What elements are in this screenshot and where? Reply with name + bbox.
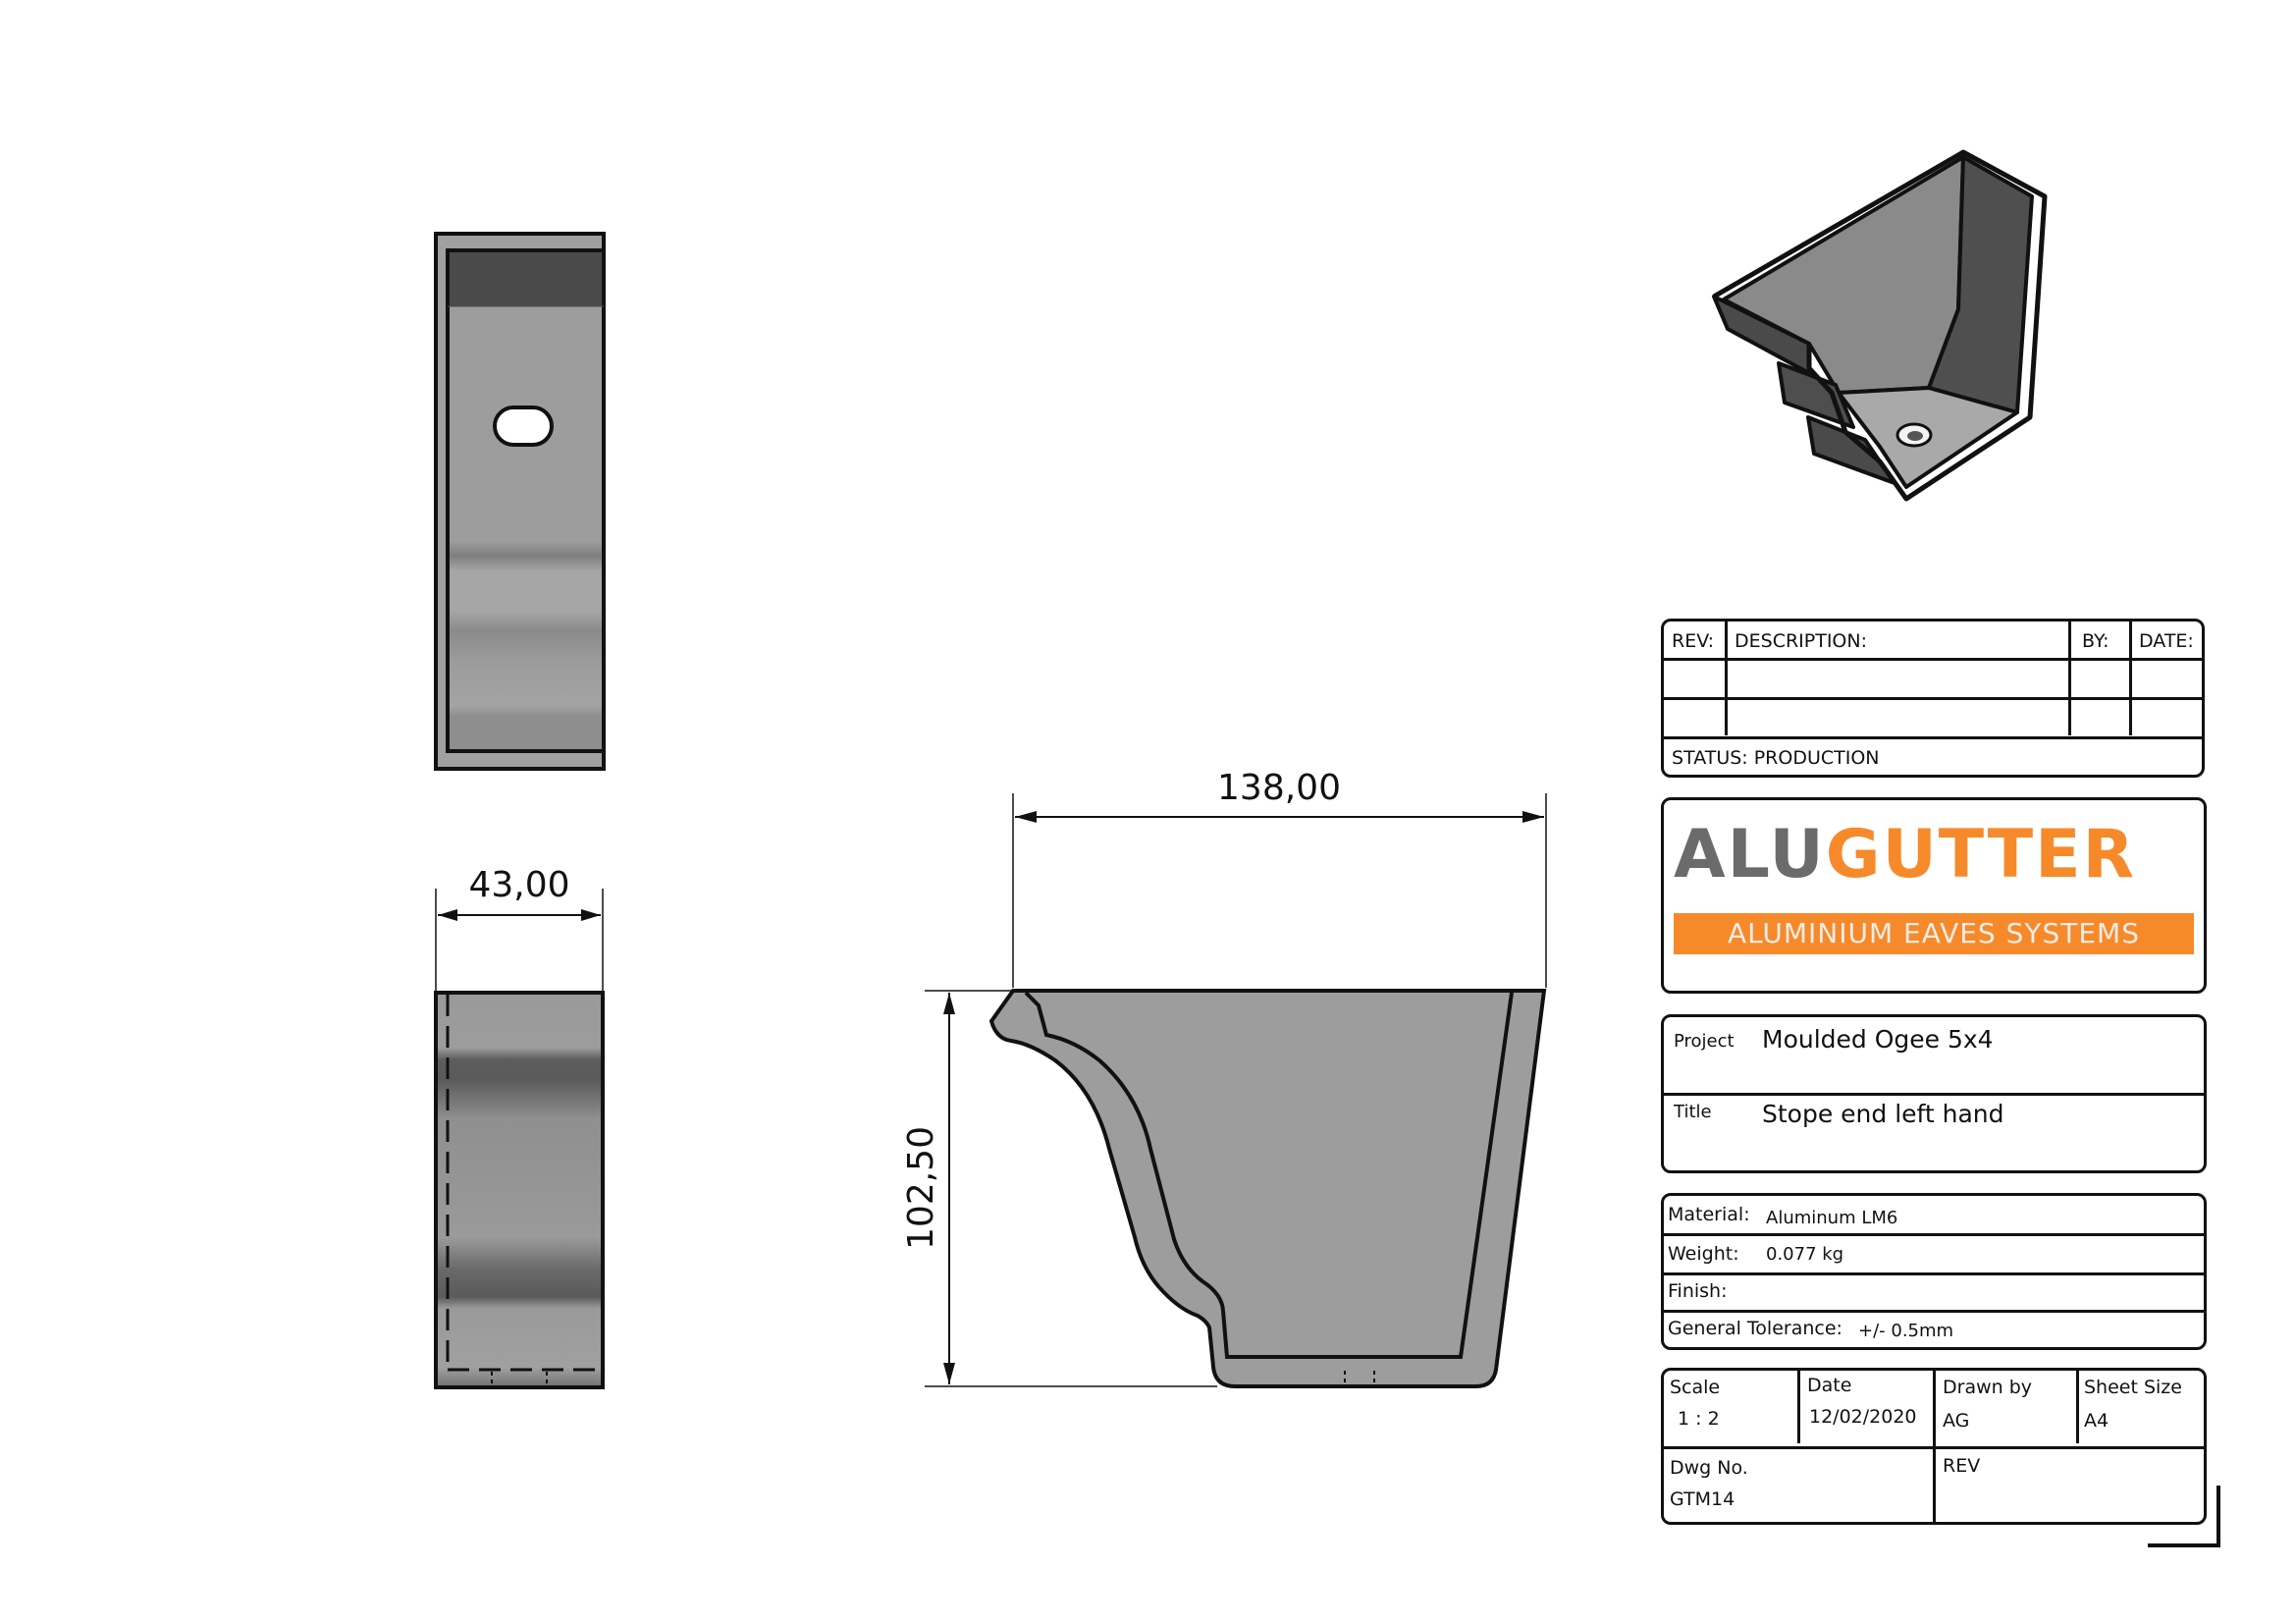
side-view: 43,00 [434,865,605,1389]
project-label: Project [1674,1031,1735,1052]
title-label: Title [1674,1102,1712,1122]
material-value: Aluminum LM6 [1766,1208,1898,1228]
logo-block: ALUGUTTER ALUMINIUM EAVES SYSTEMS [1661,797,2207,994]
by-header: BY: [2082,630,2109,652]
logo-tagline: ALUMINIUM EAVES SYSTEMS [1674,913,2194,954]
sheet-size-label: Sheet Size [2084,1377,2182,1398]
material-label: Material: [1668,1204,1750,1225]
front-view: 138,00 102,50 [901,768,1547,1388]
drawn-by-value: AG [1943,1410,1970,1432]
scale-label: Scale [1670,1377,1721,1398]
tolerance-value: +/- 0.5mm [1858,1321,1954,1341]
sheet-size-value: A4 [2084,1410,2109,1432]
tolerance-label: General Tolerance: [1668,1318,1842,1339]
dimension-width-138: 138,00 [1217,768,1341,808]
material-block: Material: Aluminum LM6 Weight: 0.077 kg … [1661,1193,2207,1350]
date-header: DATE: [2139,630,2194,652]
isometric-view [1712,149,2048,502]
finish-label: Finish: [1668,1280,1728,1302]
dwg-no-value: GTM14 [1670,1488,1735,1510]
weight-value: 0.077 kg [1766,1244,1844,1265]
mounting-slot [493,406,554,447]
dwg-no-label: Dwg No. [1670,1457,1748,1479]
drawn-by-label: Drawn by [1943,1377,2033,1398]
alugutter-logo: ALUGUTTER [1674,816,2136,893]
date-label: Date [1807,1375,1852,1396]
project-value: Moulded Ogee 5x4 [1762,1025,1994,1054]
date-value: 12/02/2020 [1809,1406,1917,1428]
dimension-width-43: 43,00 [468,865,569,905]
weight-label: Weight: [1668,1243,1739,1265]
top-view [434,232,606,771]
project-title-block: Project Moulded Ogee 5x4 Title Stope end… [1661,1014,2207,1173]
drawing-info-block: Scale 1 : 2 Date 12/02/2020 Drawn by AG … [1661,1368,2207,1525]
description-header: DESCRIPTION: [1735,630,1868,652]
rev-label: REV [1943,1455,1981,1477]
revision-table: REV: DESCRIPTION: BY: DATE: STATUS: PROD… [1661,619,2205,778]
scale-value: 1 : 2 [1678,1408,1720,1430]
status-text: STATUS: PRODUCTION [1672,747,1880,769]
title-value: Stope end left hand [1762,1100,2004,1128]
rev-header: REV: [1672,630,1715,652]
dimension-height-102: 102,50 [901,1126,941,1250]
sheet-corner-mark [2148,1486,2220,1547]
